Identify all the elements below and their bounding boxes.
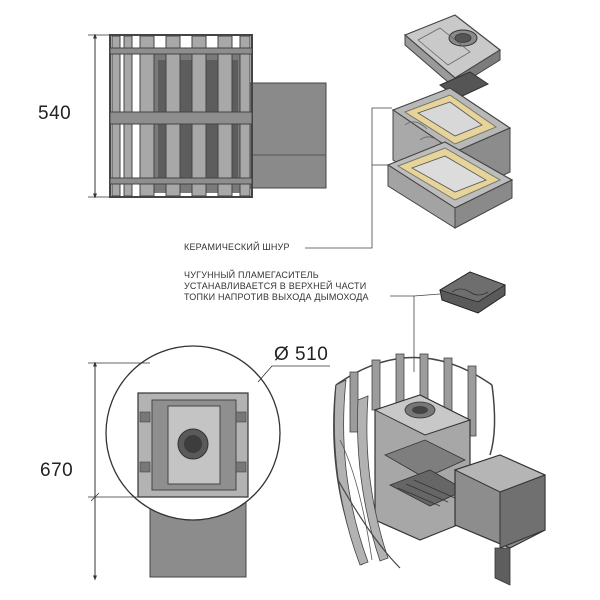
flame-damper-part (390, 271, 506, 372)
flame-damper-callout-line-2: УСТАНАВЛИВАЕТСЯ В ВЕРХНЕЙ ЧАСТИ (184, 281, 367, 291)
cutaway-view (333, 353, 547, 586)
top-view (88, 345, 330, 581)
flame-damper-callout-line-3: ТОПКИ НАПРОТИВ ВЫХОДА ДЫМОХОДА (184, 292, 369, 302)
front-view (88, 33, 327, 199)
flame-damper-callout: ЧУГУННЫЙ ПЛАМЕГАСИТЕЛЬ УСТАНАВЛИВАЕТСЯ В… (184, 270, 369, 303)
flame-damper-callout-line-1: ЧУГУННЫЙ ПЛАМЕГАСИТЕЛЬ (184, 270, 319, 280)
diameter-dimension-label: Ø 510 (274, 344, 329, 365)
exploded-view (305, 14, 514, 249)
ceramic-cord-callout: КЕРАМИЧЕСКИЙ ШНУР (184, 242, 290, 252)
height-dimension-label: 540 (38, 103, 72, 124)
depth-dimension-label: 670 (40, 460, 74, 481)
